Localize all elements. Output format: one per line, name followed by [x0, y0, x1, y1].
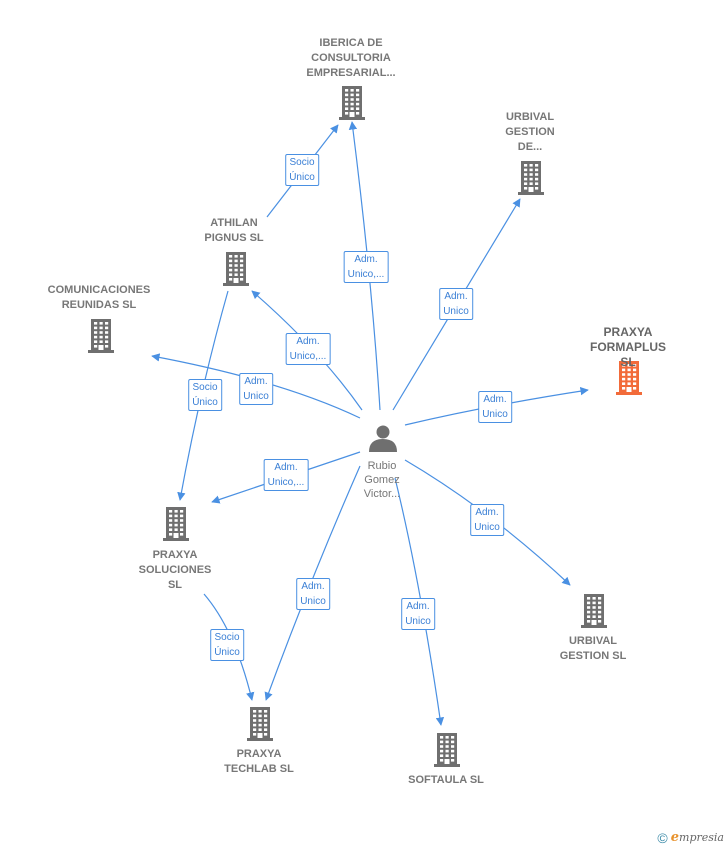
brand-logo[interactable]: empresia — [670, 829, 724, 845]
node-label-line: COMUNICACIONES — [47, 284, 151, 296]
building-icon-praxya_soluciones[interactable] — [163, 507, 189, 541]
edge-label-person-to-urbival_sl[interactable]: Adm. Unico — [470, 504, 504, 536]
edge-label-line: Adm. — [244, 376, 268, 387]
building-icon-urbival_de[interactable] — [518, 161, 544, 195]
building-icon-softaula[interactable] — [434, 733, 460, 767]
brand-initial: e — [670, 829, 680, 845]
node-label-comunicaciones[interactable]: COMUNICACIONES REUNIDAS SL — [48, 283, 151, 313]
edge-label-line: Unico,... — [347, 269, 385, 280]
node-label-softaula[interactable]: SOFTAULA SL — [408, 773, 484, 788]
footer-credit: © empresia — [657, 830, 724, 846]
node-label-line: URBIVAL — [568, 635, 618, 647]
node-label-line: ATHILAN — [210, 217, 258, 229]
edge-label-person-to-softaula[interactable]: Adm. Unico — [401, 598, 435, 630]
node-label-line: SL — [167, 579, 183, 591]
node-label-athilan[interactable]: ATHILAN PIGNUS SL — [204, 216, 263, 246]
edge-label-person-to-praxya_formaplus[interactable]: Adm. Unico — [478, 391, 512, 423]
node-label-line: SOLUCIONES — [138, 564, 212, 576]
edge-label-line: Adm. — [296, 336, 320, 347]
edge-label-line: Adm. — [483, 394, 507, 405]
person-label-line: Rubio — [367, 460, 397, 472]
building-icon-praxya_techlab[interactable] — [247, 707, 273, 741]
node-label-line: URBIVAL — [505, 111, 555, 123]
edge-label-person-to-praxya_techlab[interactable]: Adm. Unico — [296, 578, 330, 610]
edge-label-line: Adm. — [406, 601, 430, 612]
building-icon-athilan[interactable] — [223, 252, 249, 286]
building-icon-urbival_sl[interactable] — [581, 594, 607, 628]
node-label-urbival_de[interactable]: URBIVAL GESTION DE... — [505, 110, 555, 155]
edge-person-to-softaula — [394, 477, 445, 726]
person-icon[interactable] — [369, 425, 397, 453]
node-label-urbival_sl[interactable]: URBIVAL GESTION SL — [560, 634, 627, 664]
edge-label-line: Socio — [214, 632, 240, 643]
node-label-praxya_soluciones[interactable]: PRAXYA SOLUCIONES SL — [139, 548, 212, 593]
node-label-iberica[interactable]: IBERICA DE CONSULTORIA EMPRESARIAL... — [306, 36, 395, 81]
node-label-line: TECHLAB SL — [224, 763, 294, 775]
edge-label-person-to-praxya_soluciones[interactable]: Adm. Unico,... — [263, 459, 309, 491]
edge-label-line: Socio — [192, 382, 218, 393]
edge-label-line: Único — [192, 397, 218, 408]
edge-label-line: Adm. — [475, 507, 499, 518]
edge-label-person-to-athilan[interactable]: Adm. Unico,... — [285, 333, 331, 365]
edge-label-person-to-iberica[interactable]: Adm. Unico,... — [343, 251, 389, 283]
edge-label-line: Adm. — [301, 581, 325, 592]
node-label-line: SOFTAULA SL — [408, 774, 484, 786]
edge-label-person-to-comunicaciones[interactable]: Adm. Unico — [239, 373, 273, 405]
node-label-line: GESTION — [505, 126, 555, 138]
edge-label-line: Unico,... — [289, 351, 327, 362]
node-label-line: REUNIDAS SL — [61, 299, 137, 311]
node-label-line: EMPRESARIAL... — [306, 67, 396, 79]
node-label-praxya_techlab[interactable]: PRAXYA TECHLAB SL — [224, 747, 294, 777]
person-label-line: Gomez — [364, 474, 400, 486]
node-label-line: DE... — [517, 141, 543, 153]
node-label-line: PRAXYA — [152, 549, 198, 561]
node-label-line: PRAXYA — [603, 325, 653, 339]
edge-label-line: Adm. — [444, 291, 468, 302]
node-label-line: SL — [620, 355, 636, 369]
building-icon-comunicaciones[interactable] — [88, 319, 114, 353]
edge-label-line: Único — [214, 647, 240, 658]
edge-label-line: Unico — [405, 616, 431, 627]
node-label-line: PRAXYA — [236, 748, 282, 760]
node-label-line: GESTION SL — [559, 650, 627, 662]
edge-label-line: Socio — [289, 157, 315, 168]
node-label-line: IBERICA DE — [319, 37, 383, 49]
brand-rest: mpresia — [679, 830, 724, 844]
building-icon-iberica[interactable] — [339, 86, 365, 120]
edge-label-line: Unico — [474, 522, 500, 533]
edge-label-line: Unico — [443, 306, 469, 317]
edge-label-line: Unico — [243, 391, 269, 402]
edge-label-line: Unico,... — [267, 477, 305, 488]
copyright-symbol: © — [657, 830, 668, 846]
edge-label-line: Único — [289, 172, 315, 183]
node-label-line: CONSULTORIA — [311, 52, 391, 64]
edge-label-line: Unico — [300, 596, 326, 607]
person-label-line: Victor... — [363, 488, 401, 500]
edge-label-line: Adm. — [274, 462, 298, 473]
building-icon-praxya_formaplus[interactable] — [616, 361, 642, 395]
node-label-line: FORMAPLUS — [590, 340, 666, 354]
edge-label-line: Adm. — [354, 254, 378, 265]
node-label-line: PIGNUS SL — [204, 232, 264, 244]
edge-label-person-to-urbival_de[interactable]: Adm. Unico — [439, 288, 473, 320]
edge-label-line: Unico — [482, 409, 508, 420]
